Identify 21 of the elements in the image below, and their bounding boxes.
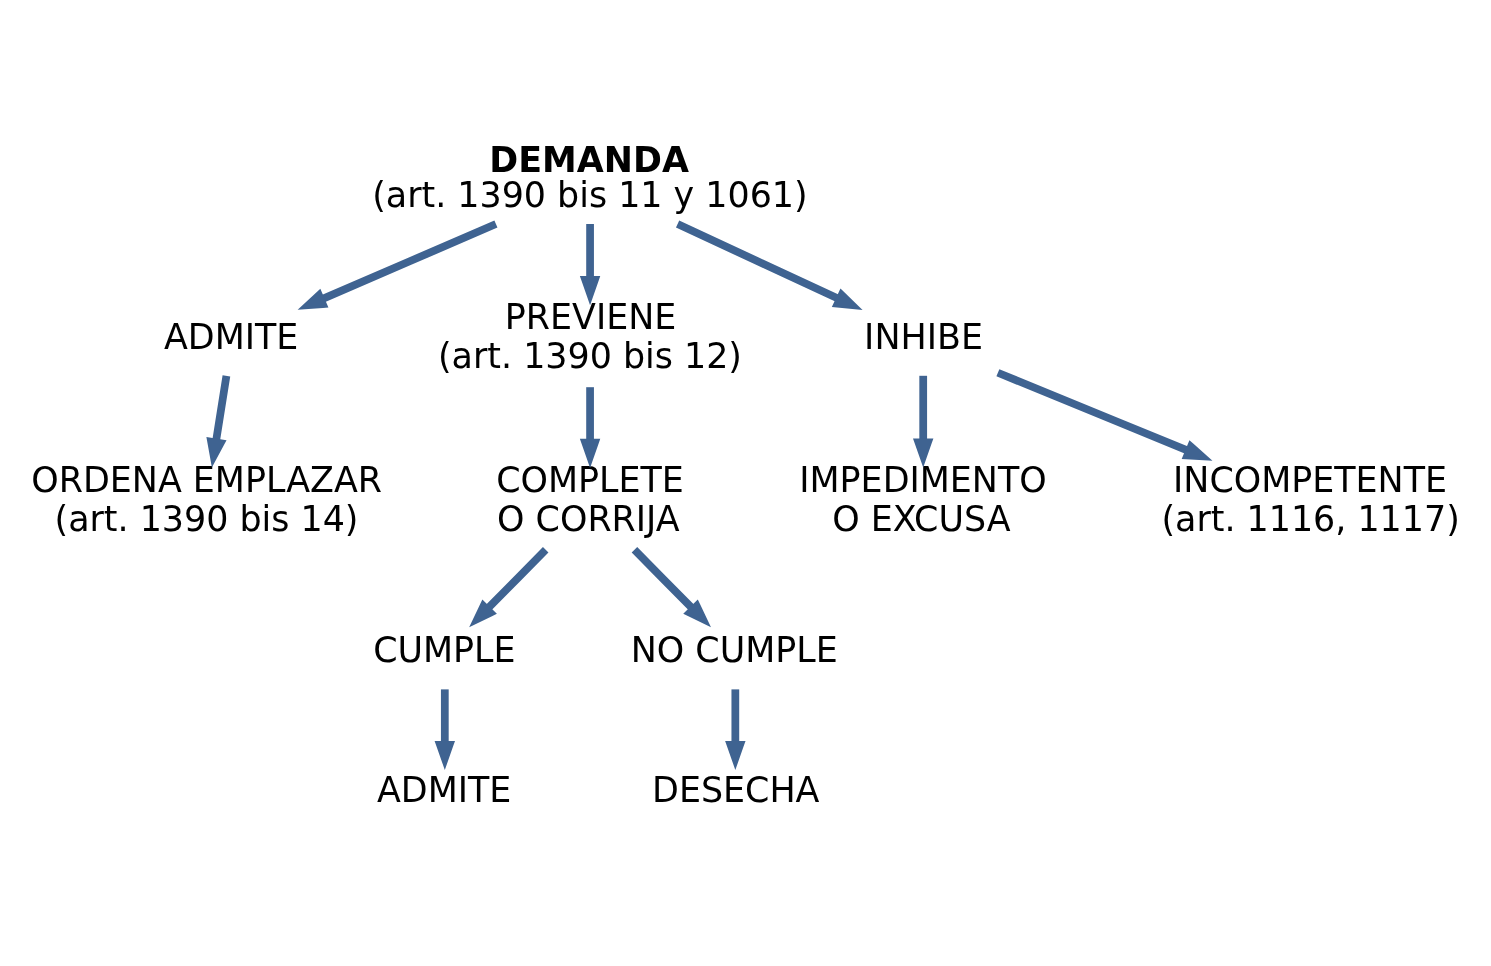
- arrow: [469, 546, 549, 627]
- arrow: [725, 688, 746, 770]
- node-text: INCOMPETENTE (art. 1116, 1117): [1161, 459, 1460, 539]
- arrow: [434, 688, 455, 770]
- node-text: CUMPLE: [373, 629, 516, 670]
- node-text: ORDENA EMPLAZAR (art. 1390 bis 14): [31, 459, 382, 539]
- arrow: [297, 219, 498, 310]
- node-text: NO CUMPLE: [630, 629, 838, 670]
- arrow: [631, 546, 711, 627]
- node-text: INHIBE: [864, 316, 983, 357]
- node-text: ADMITE: [377, 769, 512, 810]
- arrow: [675, 220, 863, 310]
- arrow: [206, 374, 231, 467]
- node-text: ADMITE: [163, 316, 299, 357]
- node-text: DEMANDA (art. 1390 bis 11 y 1061): [372, 139, 808, 215]
- node-text: COMPLETE O CORRIJA: [496, 459, 684, 539]
- arrow: [996, 368, 1213, 461]
- node-text: DESECHA: [652, 769, 820, 810]
- arrow: [579, 386, 601, 468]
- node-text: IMPEDIMENTO O EXCUSA: [799, 459, 1047, 539]
- node-text: PREVIENE (art. 1390 bis 12): [438, 296, 742, 376]
